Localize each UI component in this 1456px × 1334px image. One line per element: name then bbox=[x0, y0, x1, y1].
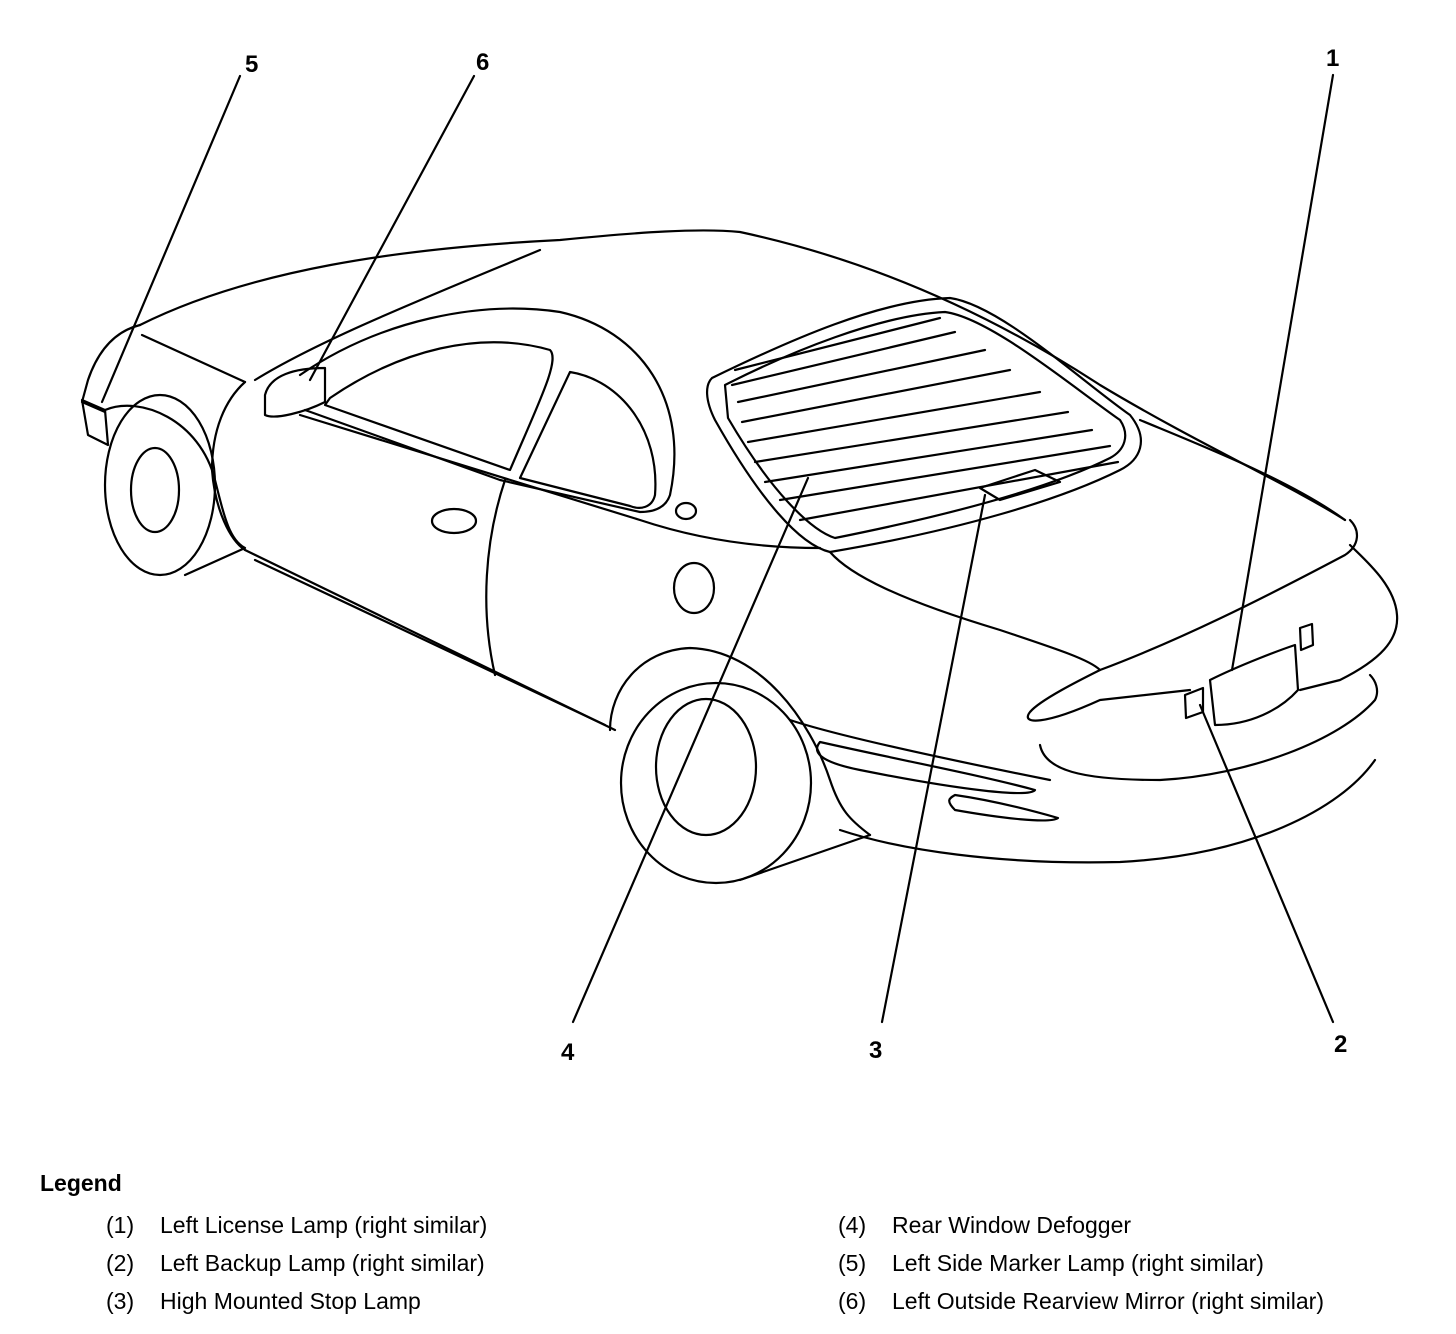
license-lamp bbox=[1298, 622, 1315, 652]
legend-column-left: (1) Left License Lamp (right similar) (2)… bbox=[106, 1212, 487, 1326]
callout-5: 5 bbox=[245, 51, 258, 78]
trunk-lid bbox=[828, 518, 1358, 672]
front-wheel-rim bbox=[129, 446, 181, 534]
legend-item: (4) Rear Window Defogger bbox=[838, 1212, 1324, 1250]
legend-item: (1) Left License Lamp (right similar) bbox=[106, 1212, 487, 1250]
legend-item-text: High Mounted Stop Lamp bbox=[160, 1288, 421, 1314]
door-handle bbox=[430, 507, 478, 535]
trunk-edge-right bbox=[1138, 418, 1347, 522]
front-side-window bbox=[323, 341, 554, 472]
rear-wheel-arch bbox=[608, 646, 872, 837]
quarter-marker bbox=[674, 501, 698, 521]
rear-bumper-upper bbox=[1026, 668, 1192, 722]
legend-item-number: (1) bbox=[106, 1212, 135, 1238]
legend-item: (6) Left Outside Rearview Mirror (right s… bbox=[838, 1288, 1324, 1326]
legend-item: (2) Left Backup Lamp (right similar) bbox=[106, 1250, 487, 1288]
side-window-frame bbox=[298, 307, 676, 514]
legend-column-right: (4) Rear Window Defogger (5) Left Side Mar… bbox=[838, 1212, 1324, 1326]
car-cowl-line bbox=[253, 248, 542, 382]
legend-item-text: Rear Window Defogger bbox=[892, 1212, 1132, 1238]
legend-item-number: (5) bbox=[838, 1250, 867, 1276]
front-wheel-arch bbox=[103, 404, 247, 577]
legend-item-number: (2) bbox=[106, 1250, 135, 1276]
leader-line-4 bbox=[571, 476, 810, 1024]
leader-line-2 bbox=[1198, 703, 1335, 1024]
side-marker-lamp bbox=[80, 398, 110, 447]
rear-reflector-2 bbox=[948, 793, 1060, 822]
front-wheel-tire bbox=[103, 393, 217, 577]
rear-fascia bbox=[1298, 543, 1399, 692]
callout-4: 4 bbox=[561, 1039, 575, 1066]
door-rear-edge bbox=[485, 478, 507, 677]
legend: Legend (1) Left License Lamp (right simil… bbox=[40, 1170, 1440, 1330]
rear-wheel-rim bbox=[654, 697, 758, 837]
legend-item-number: (6) bbox=[838, 1288, 867, 1314]
leader-line-5 bbox=[100, 74, 242, 404]
rear-bumper bbox=[1038, 673, 1379, 782]
leader-line-3 bbox=[880, 493, 987, 1024]
rear-window-inner bbox=[723, 310, 1127, 540]
rear-bumper-side bbox=[788, 718, 1052, 782]
leader-line-6 bbox=[308, 74, 476, 382]
license-recess bbox=[1208, 643, 1300, 727]
legend-item-number: (3) bbox=[106, 1288, 135, 1314]
car-diagram: 1 2 3 4 5 6 bbox=[80, 45, 1399, 1066]
legend-title: Legend bbox=[40, 1170, 122, 1196]
car-hood-edge bbox=[140, 333, 247, 384]
legend-item: (3) High Mounted Stop Lamp bbox=[106, 1288, 487, 1326]
callout-6: 6 bbox=[476, 49, 489, 76]
car-roof-outline bbox=[138, 229, 1347, 522]
fuel-door bbox=[672, 561, 716, 615]
outside-mirror bbox=[263, 366, 327, 418]
rear-quarter-window bbox=[518, 370, 657, 509]
callout-3: 3 bbox=[869, 1037, 882, 1064]
legend-item-text: Left Outside Rearview Mirror (right simi… bbox=[892, 1288, 1324, 1314]
callout-2: 2 bbox=[1334, 1031, 1347, 1058]
legend-item-text: Left License Lamp (right similar) bbox=[160, 1212, 488, 1238]
rear-reflector-1 bbox=[815, 740, 1037, 795]
legend-item: (5) Left Side Marker Lamp (right similar) bbox=[838, 1250, 1324, 1288]
leader-line-1 bbox=[1230, 73, 1335, 672]
stop-lamp-body bbox=[978, 468, 1062, 502]
rocker-panel bbox=[253, 558, 607, 727]
legend-item-text: Left Backup Lamp (right similar) bbox=[160, 1250, 485, 1276]
callout-1: 1 bbox=[1326, 45, 1339, 72]
car-beltline bbox=[298, 413, 822, 550]
backup-lamp bbox=[1183, 686, 1205, 720]
legend-item-number: (4) bbox=[838, 1212, 867, 1238]
rear-wheel-tire bbox=[619, 681, 813, 885]
rear-tire-bottom bbox=[738, 833, 872, 882]
defogger-lines bbox=[730, 316, 1120, 522]
rear-window-frame bbox=[706, 296, 1142, 554]
car-hood-line bbox=[80, 323, 142, 414]
legend-item-text: Left Side Marker Lamp (right similar) bbox=[892, 1250, 1264, 1276]
rear-bumper-lower bbox=[838, 758, 1377, 864]
